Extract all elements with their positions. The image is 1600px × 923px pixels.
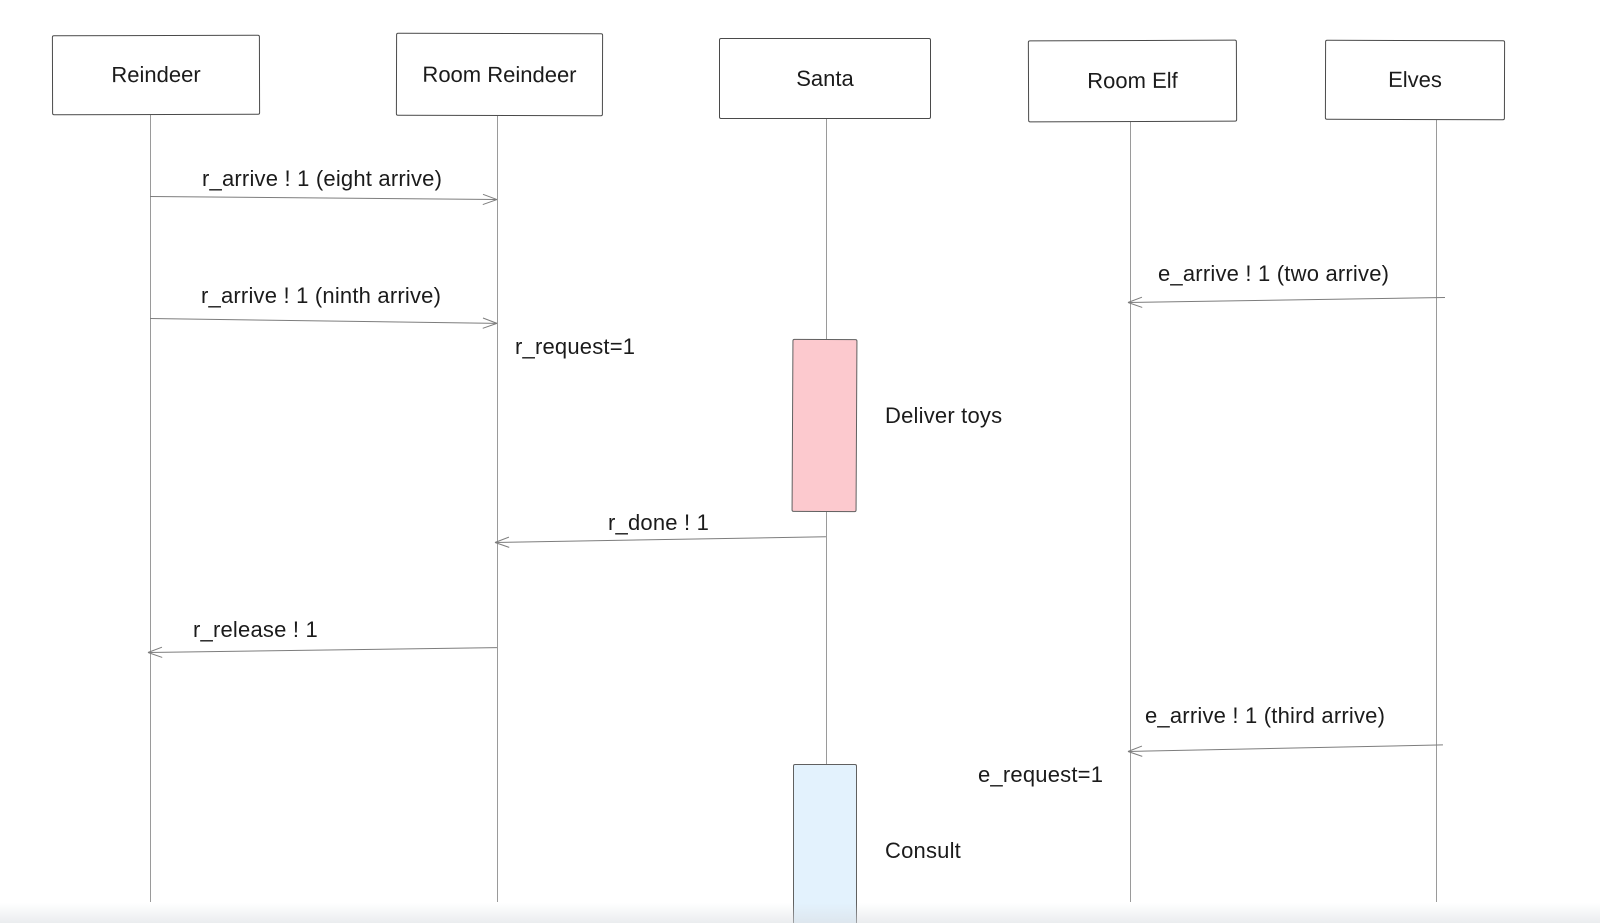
arrow-e-arrive-third	[1127, 744, 1443, 752]
message-label-r-release: r_release ! 1	[193, 617, 318, 642]
arrow-r-done	[494, 536, 826, 543]
note-e-request: e_request=1	[978, 762, 1104, 787]
actor-label-reindeer: Reindeer	[111, 61, 201, 88]
actor-label-room-elf: Room Elf	[1087, 67, 1178, 94]
activation-label-consult: Consult	[885, 838, 961, 863]
actor-box-room-reindeer: Room Reindeer	[395, 32, 604, 117]
actor-box-elves: Elves	[1324, 39, 1506, 121]
actor-label-santa: Santa	[796, 65, 854, 91]
actor-box-santa: Santa	[719, 38, 931, 119]
lifeline-elves	[1436, 120, 1438, 902]
actor-box-room-elf: Room Elf	[1027, 39, 1238, 123]
arrow-r-release	[147, 647, 497, 653]
lifeline-reindeer	[150, 115, 152, 902]
arrow-r-arrive-eight	[149, 196, 497, 201]
message-label-r-arrive-ninth: r_arrive ! 1 (ninth arrive)	[201, 283, 442, 308]
actor-label-elves: Elves	[1388, 66, 1442, 93]
activation-deliver-toys	[791, 338, 858, 513]
arrow-e-arrive-two	[1127, 297, 1445, 303]
actor-box-reindeer: Reindeer	[51, 34, 261, 116]
lifeline-room-reindeer	[497, 116, 499, 902]
activation-consult	[793, 764, 857, 923]
message-label-e-arrive-two: e_arrive ! 1 (two arrive)	[1158, 261, 1390, 286]
message-label-e-arrive-third: e_arrive ! 1 (third arrive)	[1145, 703, 1386, 728]
activation-label-deliver-toys: Deliver toys	[885, 403, 1003, 428]
lifeline-room-elf	[1130, 122, 1132, 902]
message-label-r-done: r_done ! 1	[608, 510, 710, 535]
note-r-request: r_request=1	[515, 334, 636, 359]
message-label-r-arrive-eight: r_arrive ! 1 (eight arrive)	[202, 166, 443, 191]
actor-label-room-reindeer: Room Reindeer	[422, 61, 577, 87]
arrow-r-arrive-ninth	[149, 318, 497, 324]
